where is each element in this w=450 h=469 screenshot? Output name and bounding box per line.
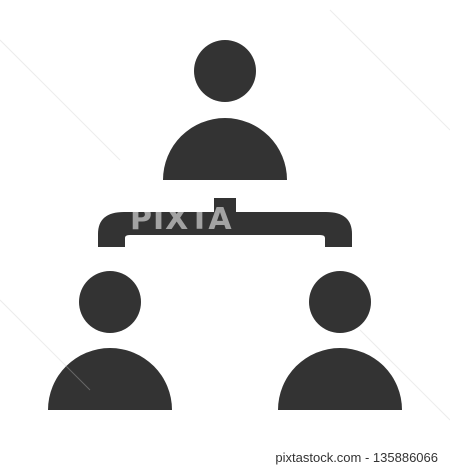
watermark-lines	[0, 9, 450, 421]
top-person-icon	[163, 40, 287, 180]
top-person-head	[194, 40, 256, 102]
right-person-head	[309, 271, 371, 333]
top-person-body	[163, 118, 287, 180]
right-person-body	[278, 348, 402, 410]
hierarchy-connector-icon	[98, 198, 352, 247]
left-person-body	[48, 348, 172, 410]
right-person-icon	[278, 271, 402, 410]
left-person-head	[79, 271, 141, 333]
stock-credit-text: pixtastock.com - 135886066	[275, 450, 438, 465]
connector-stem	[214, 198, 236, 214]
left-person-icon	[48, 271, 172, 410]
footer-bar: pixtastock.com - 135886066	[0, 447, 450, 469]
connector-bar	[98, 212, 352, 247]
